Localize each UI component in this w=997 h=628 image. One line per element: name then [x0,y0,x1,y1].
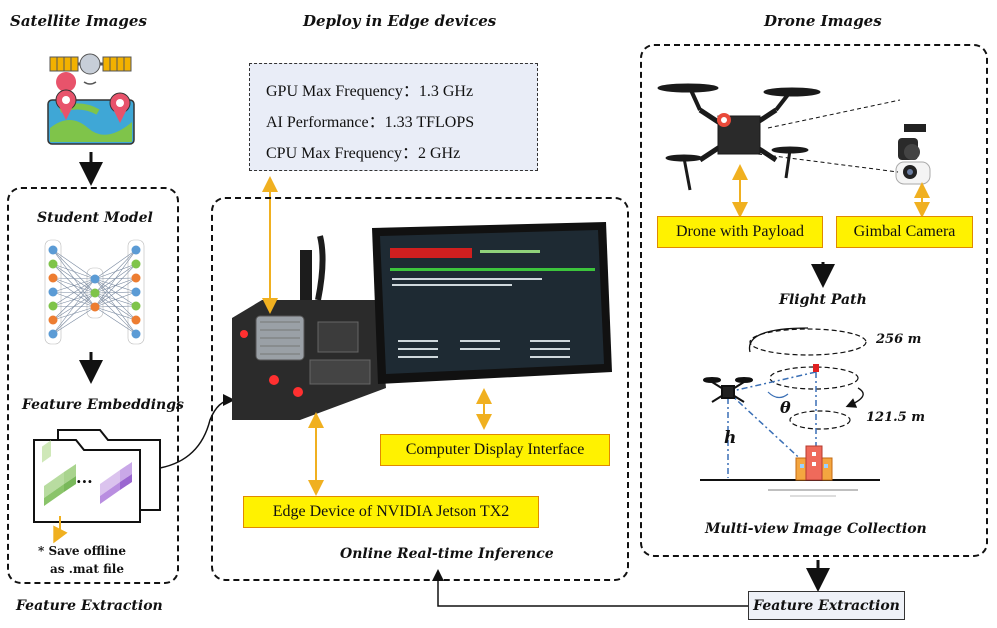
feature-extraction-right-title: Feature Extraction [753,597,900,614]
student-model-panel [7,187,179,584]
network-node [131,287,141,297]
gimbal-camera-label: Gimbal Camera [836,216,973,248]
spec-ai: AI Performance：1.33 TFLOPS [266,114,475,131]
network-edge [52,306,96,335]
network-node [48,301,58,311]
theta-label: θ [780,398,791,417]
embedding-vector-green [44,464,76,506]
edge-device-panel [211,197,629,581]
network-node [48,287,58,297]
network-edge [94,249,137,280]
embedding-vector-purple [100,462,132,504]
network-node [131,301,141,311]
satellite-icon [49,53,132,85]
feature-extraction-right-box: Feature Extraction [748,591,905,620]
network-node [90,288,100,298]
network-node [48,245,58,255]
feature-embeddings-title: Feature Embeddings [22,397,184,413]
network-nodes [48,245,141,339]
network-node [131,245,141,255]
jetson-board-image [232,235,386,420]
drone-image [657,83,821,191]
save-offline-arrow [53,516,68,544]
deploy-heading: Deploy in Edge devices [303,12,497,30]
network-edge [52,278,96,335]
network-node [90,302,100,312]
save-offline-text: * Save offline [38,544,127,558]
display-interface-label: Computer Display Interface [380,434,610,466]
network-edge [52,278,96,293]
network-node [131,329,141,339]
drone-heading: Drone Images [764,12,882,30]
online-inference-title: Online Real-time Inference [340,546,554,562]
edge-device-label: Edge Device of NVIDIA Jetson TX2 [243,496,539,528]
drone-payload-label: Drone with Payload [657,216,823,248]
network-edge [52,278,96,321]
network-node [48,315,58,325]
network-edge [52,292,96,335]
gimbal-camera-image [895,124,931,185]
zoom-line-bottom [757,153,899,173]
network-node [131,259,141,269]
embedding-ellipsis: ... [76,468,93,487]
network-edge [52,277,96,280]
small-drone-icon [703,377,753,403]
satellite-heading: Satellite Images [10,12,147,30]
folder-icon [33,429,161,523]
network-edge [94,305,137,308]
network-edge [94,291,137,308]
network-edge [94,306,137,335]
flight-path-title: Flight Path [779,292,867,308]
height-label: h [724,428,737,448]
network-node [48,329,58,339]
feature-extraction-left-title: Feature Extraction [16,598,163,614]
device-spec-box: GPU Max Frequency：1.3 GHz AI Performance… [249,63,538,171]
save-offline-format: as .mat file [50,562,124,576]
network-edge [94,263,137,308]
network-edge [52,278,96,307]
flight-path-diagram [700,327,880,497]
multiview-title: Multi-view Image Collection [705,521,927,537]
network-edge [52,263,96,280]
network-edge [52,249,96,280]
network-node [131,273,141,283]
network-node [90,274,100,284]
spec-cpu: CPU Max Frequency：2 GHz [266,145,461,162]
network-node [48,273,58,283]
network-edge [94,249,137,294]
drone-panel [640,44,988,557]
network-edge [94,306,137,321]
altitude-high-label: 256 m [876,332,922,347]
network-node [48,259,58,269]
map-icon [47,72,135,145]
network-node [131,315,141,325]
extraction-to-inference-arrow [432,569,748,607]
network-edge [94,249,137,308]
network-edge [94,277,137,308]
student-model-title: Student Model [37,210,153,226]
monitor-image [372,222,612,384]
city-building-icon [795,445,833,481]
altitude-low-label: 121.5 m [866,410,925,425]
embedding-to-device-arrow [159,394,235,469]
spec-gpu: GPU Max Frequency：1.3 GHz [266,83,474,100]
zoom-line-top [767,99,901,129]
